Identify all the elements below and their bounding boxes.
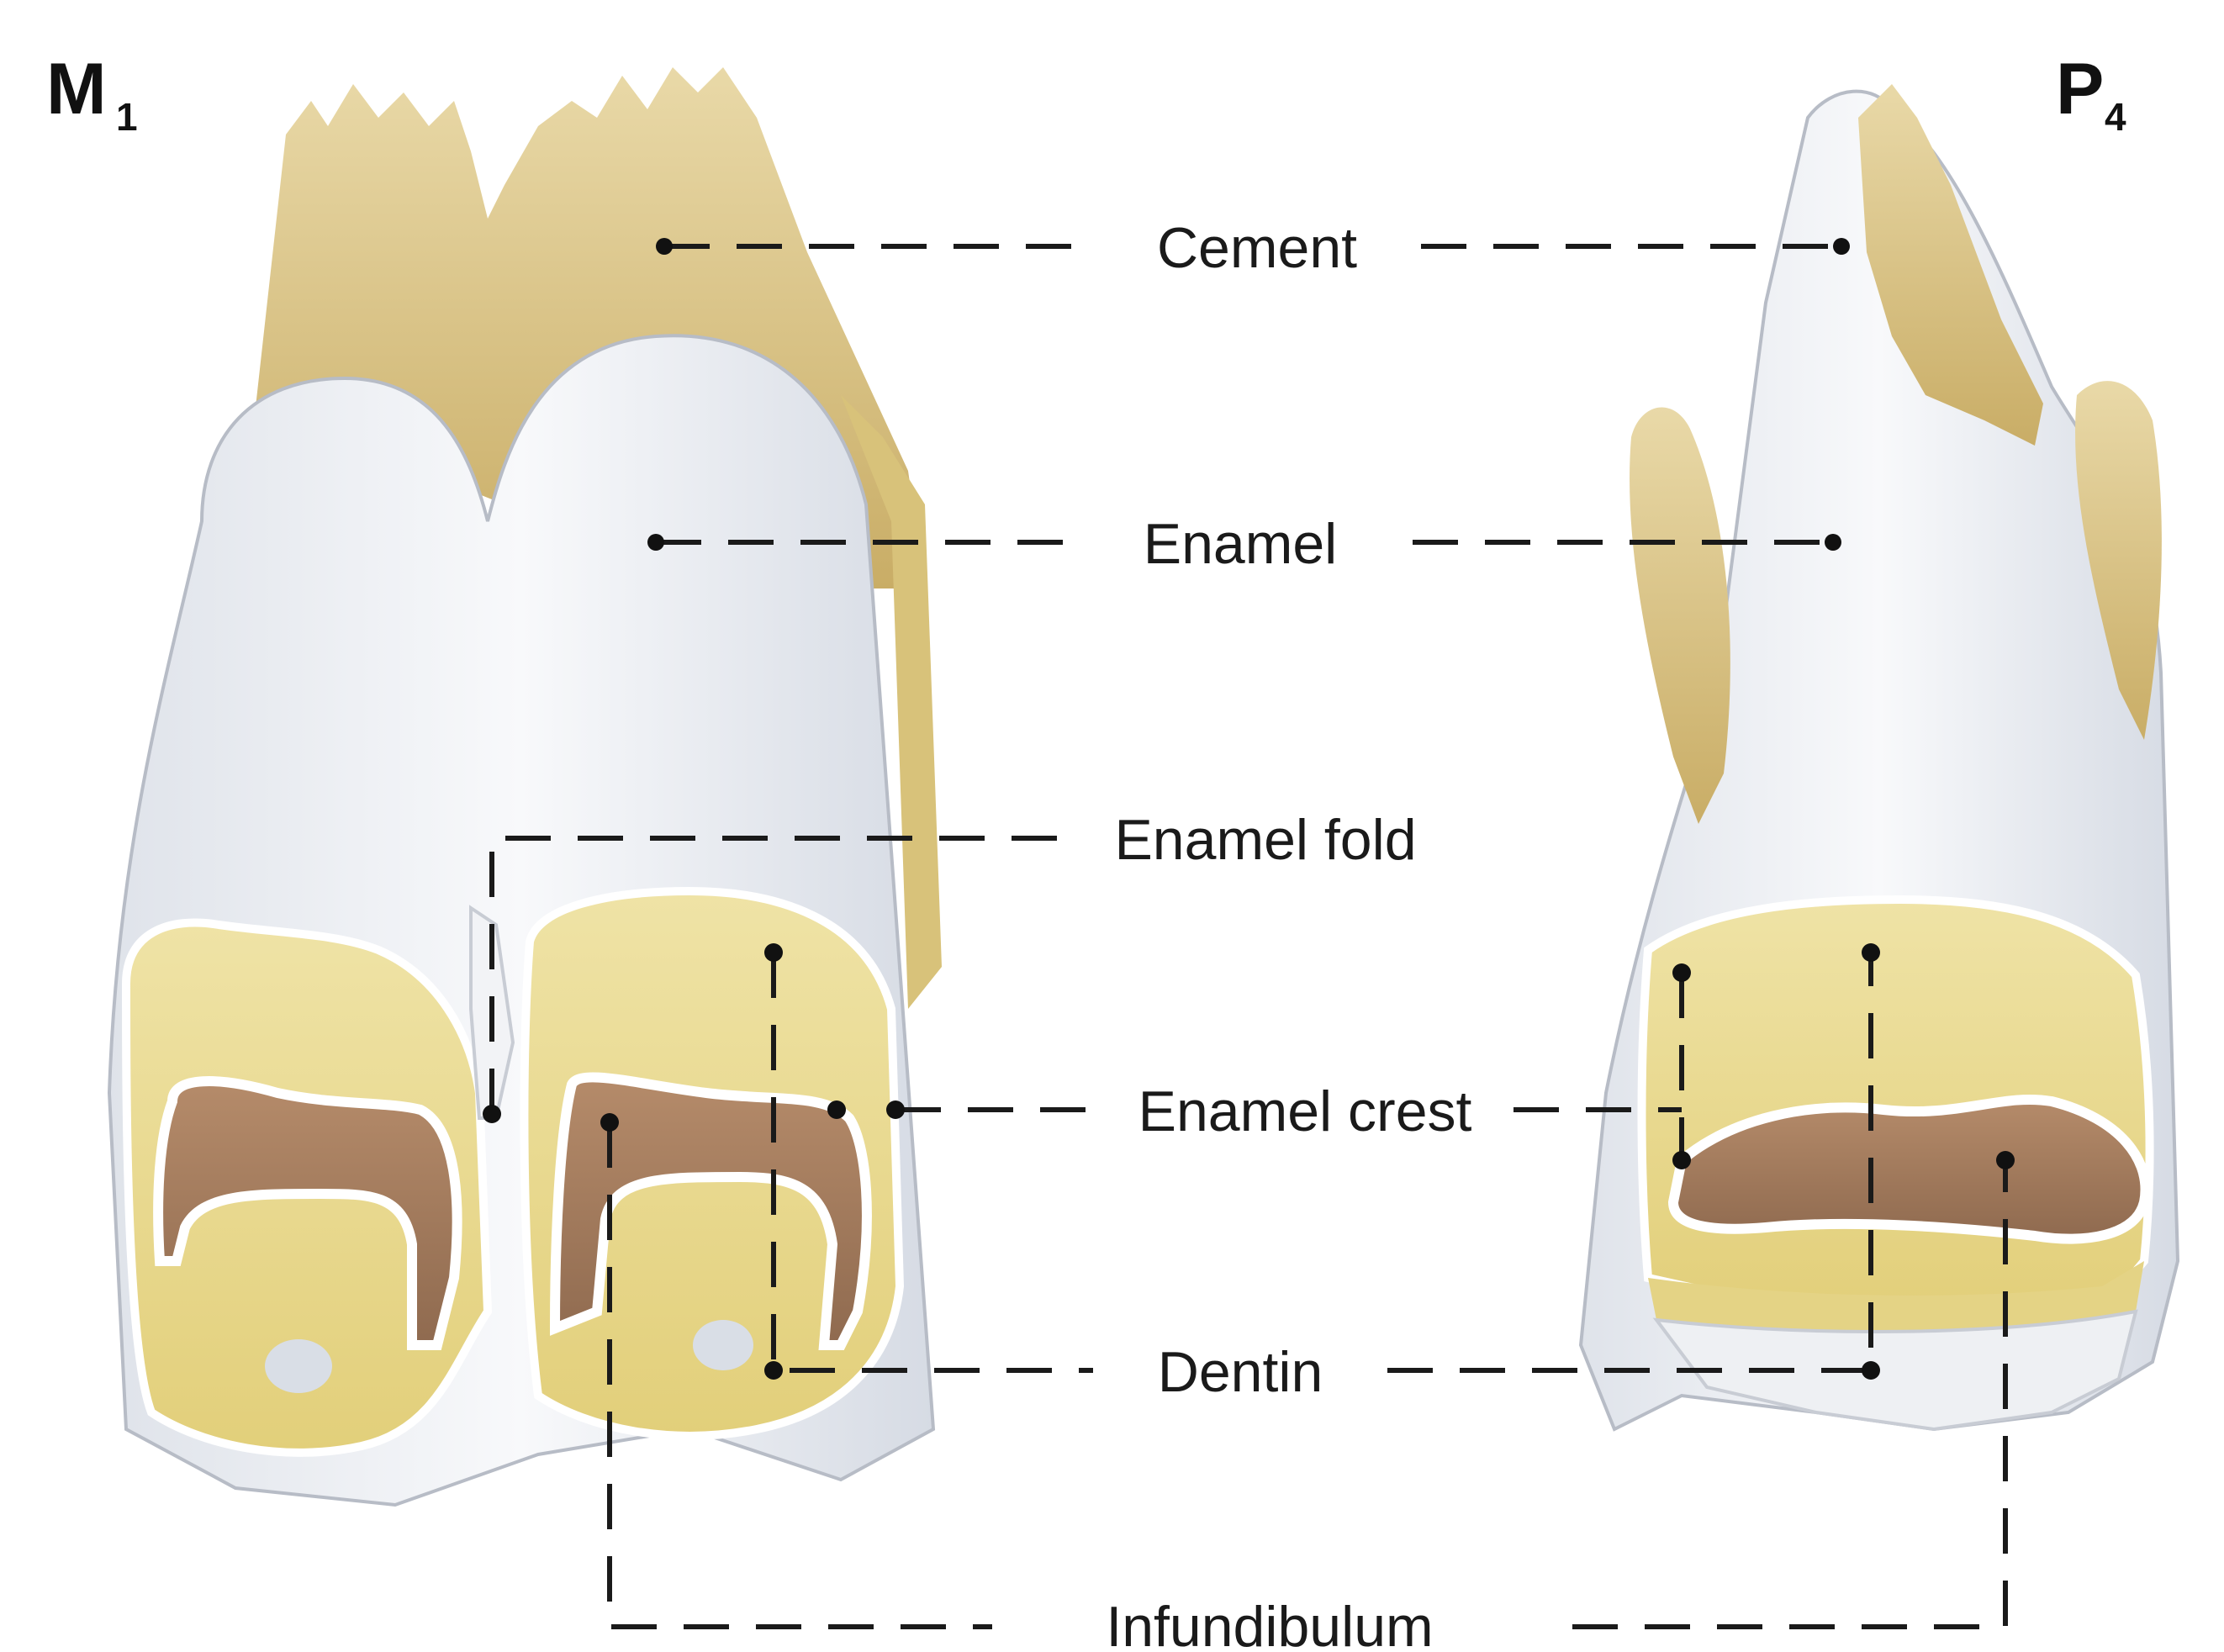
dot-dentin-m1-top [764, 943, 783, 962]
molar-m1-illustration [109, 67, 942, 1505]
tooth-name-left: M [46, 49, 107, 129]
label-enamel-fold: Enamel fold [1114, 808, 1416, 872]
label-enamel-crest: Enamel crest [1138, 1079, 1472, 1143]
dot-enamel-crest-m1-b [886, 1100, 905, 1119]
label-infundibulum: Infundibulum [1106, 1595, 1433, 1652]
tooth-subscript-right: 4 [2105, 95, 2126, 139]
tooth-subscript-left: 1 [116, 95, 138, 139]
dot-dentin-p4-bottom [1862, 1361, 1880, 1380]
dot-enamel-m1 [647, 534, 664, 551]
dot-enamel-crest-p4-bottom [1672, 1151, 1691, 1169]
dot-infundibulum-p4 [1996, 1151, 2015, 1169]
dot-dentin-p4-top [1862, 943, 1880, 962]
m1-pulp-spot-left [265, 1339, 332, 1393]
dot-dentin-m1-bottom [764, 1361, 783, 1380]
label-cement: Cement [1157, 216, 1357, 280]
dot-enamel-crest-p4-top [1672, 963, 1691, 982]
p4-cement-left-root [1630, 408, 1730, 824]
dot-enamel-fold-m1 [483, 1105, 501, 1123]
dot-enamel-p4 [1825, 534, 1841, 551]
labels: Cement Enamel Enamel fold Enamel crest D… [1005, 206, 1560, 1652]
dot-cement-m1 [656, 238, 673, 255]
label-dentin: Dentin [1158, 1340, 1323, 1404]
dot-infundibulum-m1 [600, 1113, 619, 1132]
tooth-name-right: P [2056, 49, 2104, 129]
dot-enamel-crest-m1-a [827, 1100, 846, 1119]
p4-infundibulum [1673, 1100, 2146, 1239]
premolar-p4-illustration [1581, 84, 2178, 1429]
m1-pulp-spot-right [693, 1320, 753, 1370]
label-enamel: Enamel [1144, 512, 1338, 576]
dot-cement-p4 [1833, 238, 1850, 255]
